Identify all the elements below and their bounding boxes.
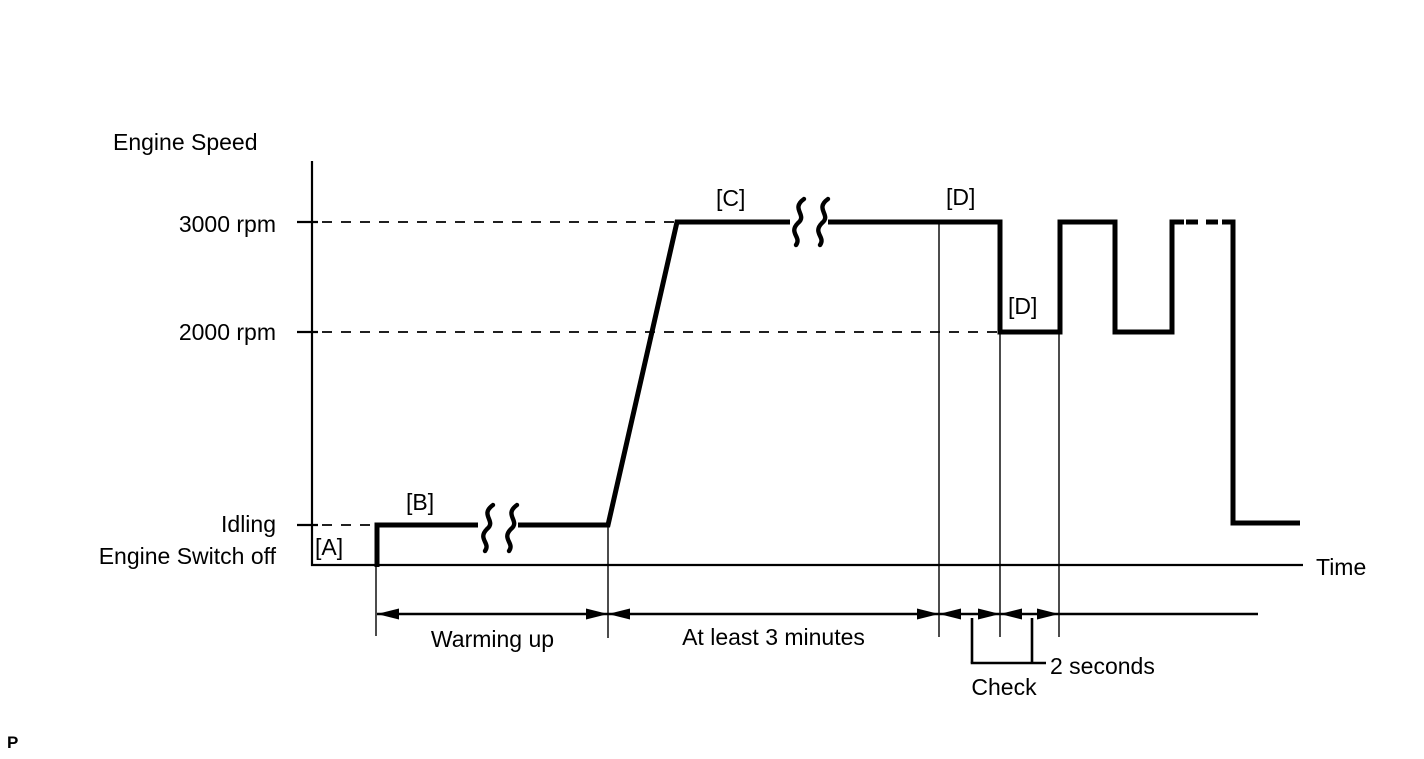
span-label-at-least-3-minutes: At least 3 minutes [682,624,865,650]
dimension-arrowheads [377,608,1059,620]
marker-d-low: [D] [1008,293,1038,319]
span-label-warming-up: Warming up [430,626,555,652]
arrowhead-right-4 [1037,608,1059,620]
waveform-end-idle [1222,219,1300,526]
dimension-chain [377,608,1258,665]
page-corner-mark: P [7,733,19,752]
arrowhead-left-4 [1000,608,1022,620]
waveform-ramp-to-3000 [518,219,790,528]
arrowhead-left-3 [939,608,961,620]
arrowhead-right-3 [978,608,1000,620]
y-axis-title: Engine Speed [113,129,258,155]
break-symbols [481,196,831,554]
marker-a: [A] [315,534,344,560]
break-idle-stroke2 [505,502,520,554]
extension-lines [375,224,1060,638]
marker-d-high: [D] [946,184,976,210]
marker-c: [C] [716,185,746,211]
span-label-2-seconds: 2 seconds [1050,653,1155,679]
level-label-2000rpm: 2000 rpm [178,319,276,345]
break-3000-stroke1 [792,196,807,248]
level-guide-lines [322,221,997,526]
level-label-idling: Idling [221,511,276,537]
arrowhead-right-2 [917,608,939,620]
arrowhead-left-2 [608,608,630,620]
waveform-start-idle [374,522,478,567]
x-axis-label-time: Time [1316,554,1367,580]
span-label-check: Check [971,674,1037,700]
engine-speed-waveform [374,219,1300,567]
waveform-pulses [828,219,1184,335]
level-label-engine-switch-off: Engine Switch off [98,543,276,569]
y-axis-ticks [297,220,318,527]
break-3000-stroke2 [816,196,831,248]
check-bracket [970,618,1046,665]
break-idle-stroke1 [481,502,496,554]
marker-b: [B] [406,489,435,515]
level-label-3000rpm: 3000 rpm [178,211,276,237]
arrowhead-right-1 [586,608,608,620]
arrowhead-left-1 [377,608,399,620]
